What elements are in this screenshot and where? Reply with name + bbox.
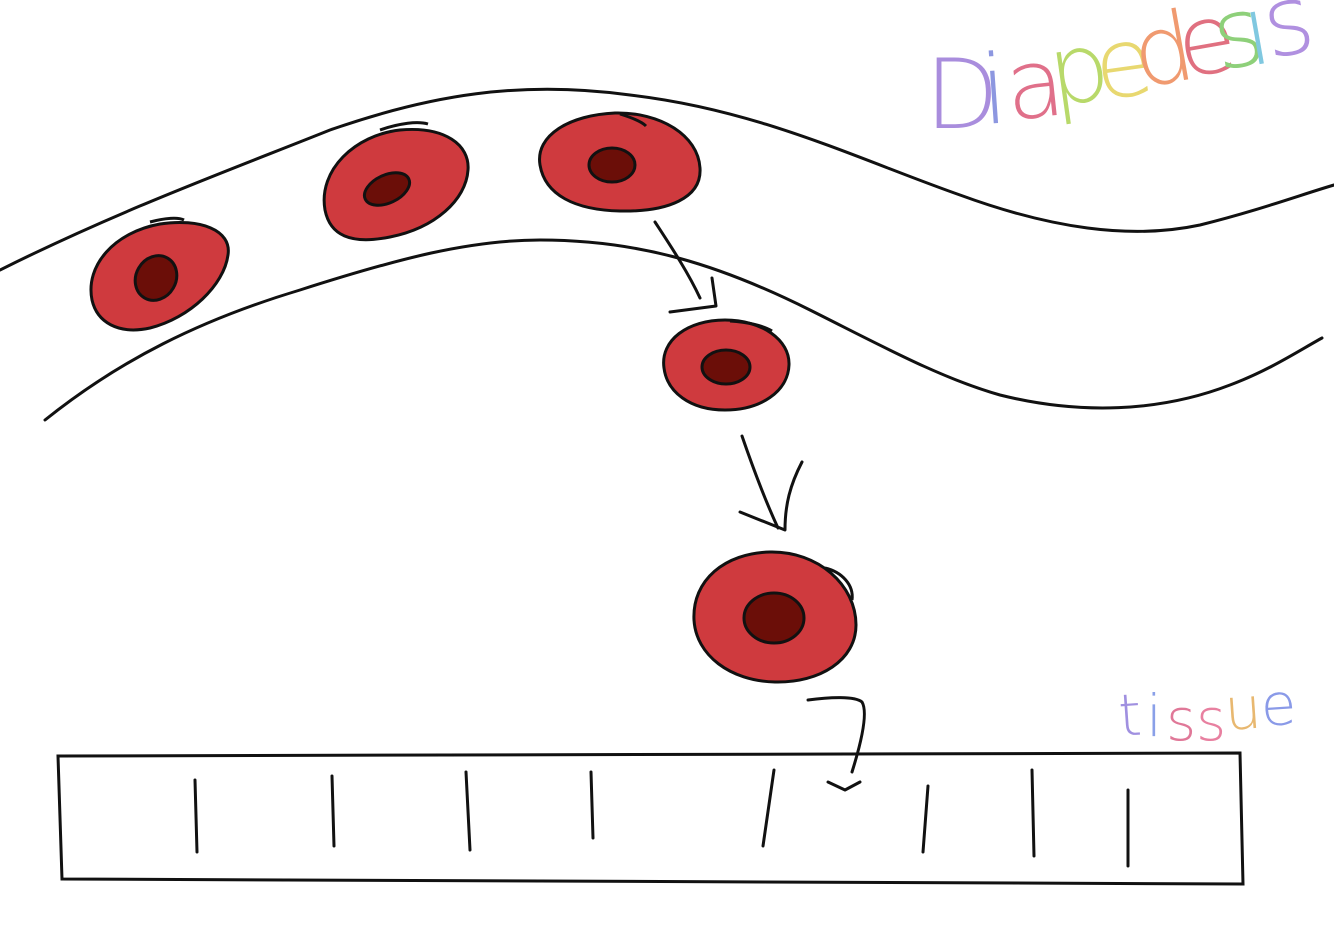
cell-nucleus: [587, 146, 637, 184]
cell-nucleus: [133, 254, 179, 302]
tissue-outline: [56, 751, 1245, 886]
letter-u: u: [1222, 674, 1263, 744]
tissue-cell-dividers: [193, 768, 1130, 868]
blood-cell-5: [692, 550, 858, 684]
tissue-divider: [921, 784, 930, 854]
tissue-divider: [1030, 768, 1036, 858]
letter-s: s: [1196, 686, 1226, 754]
tissue-divider: [193, 778, 199, 854]
tissue-divider: [761, 768, 776, 848]
letter-i: i: [1146, 682, 1162, 750]
arrow-shaft: [740, 434, 780, 530]
cell-nucleus: [700, 348, 752, 386]
arrow-2: [738, 434, 804, 532]
arrow-head: [668, 276, 718, 314]
letter-s: s: [1166, 686, 1196, 754]
letter-a: a: [1000, 25, 1070, 143]
letter-d: D: [925, 39, 999, 151]
cell-outline-stroke: [729, 319, 773, 333]
blood-cell-4: [662, 318, 791, 412]
tissue-divider: [589, 770, 595, 840]
cell-outline-stroke: [824, 566, 854, 601]
arrow-head: [738, 460, 804, 532]
blood-cell-2: [322, 121, 470, 242]
arrow-shaft: [653, 220, 702, 300]
cell-outline-stroke: [619, 112, 648, 128]
letter-t: t: [1116, 681, 1143, 750]
arrow-3: [806, 696, 866, 792]
cell-outline-stroke: [379, 121, 429, 132]
cell-nucleus: [362, 171, 412, 207]
letter-e: e: [1258, 670, 1298, 740]
tissue-block: [56, 751, 1245, 886]
tissue-divider: [330, 774, 336, 848]
cell-outline-stroke: [149, 216, 185, 224]
blood-cell-1: [89, 216, 230, 332]
arrow-head: [826, 780, 862, 792]
vessel-upper-wall: [0, 87, 1334, 272]
migration-arrows: [653, 220, 866, 792]
blood-vessel: [0, 87, 1334, 422]
tissue-divider: [464, 770, 472, 852]
cell-nucleus: [742, 591, 806, 645]
blood-cells: [89, 111, 858, 684]
arrow-shaft: [806, 696, 866, 774]
blood-cell-3: [538, 111, 702, 213]
vessel-lower-wall: [43, 238, 1324, 422]
arrow-1: [653, 220, 718, 314]
